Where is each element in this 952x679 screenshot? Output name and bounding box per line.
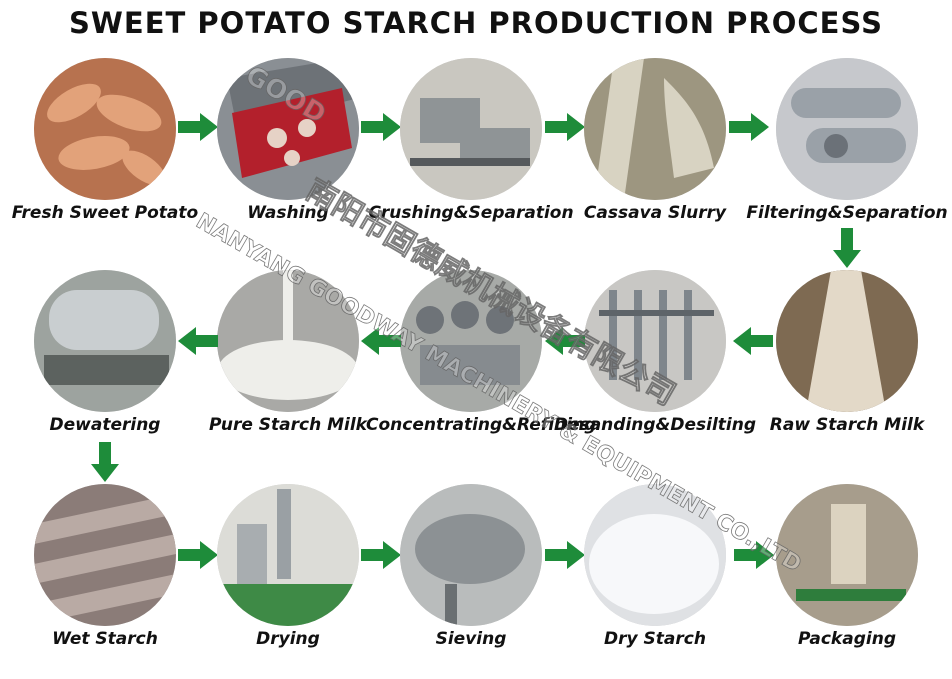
step-sieving: Sieving: [376, 484, 566, 679]
step-filtering-separation: Filtering&Separation: [746, 58, 948, 253]
step-label: Cassava Slurry: [583, 203, 727, 223]
arrow-right-icon: [734, 540, 774, 570]
arrow-left-icon: [178, 326, 218, 356]
step-label: Crushing&Separation: [368, 203, 574, 223]
arrow-left-icon: [361, 326, 401, 356]
arrow-right-icon: [178, 540, 218, 570]
step-photo: [400, 484, 542, 626]
step-photo: [776, 58, 918, 200]
step-wet-starch: Wet Starch: [10, 484, 200, 679]
step-photo: [217, 270, 359, 412]
step-photo: [776, 270, 918, 412]
step-photo: [217, 484, 359, 626]
step-label: Concentrating&Refining: [366, 415, 597, 435]
arrow-right-icon: [545, 540, 585, 570]
step-photo: [584, 58, 726, 200]
step-washing: Washing: [193, 58, 383, 253]
arrow-down-icon: [832, 228, 862, 268]
step-photo: [34, 58, 176, 200]
diagram-title: SWEET POTATO STARCH PRODUCTION PROCESS: [69, 6, 883, 40]
step-photo: [584, 270, 726, 412]
arrow-down-icon: [90, 442, 120, 482]
step-label: Packaging: [798, 629, 896, 649]
step-crushing-separation: Crushing&Separation: [368, 58, 574, 253]
step-label: Wet Starch: [52, 629, 158, 649]
arrow-right-icon: [361, 112, 401, 142]
arrow-right-icon: [361, 540, 401, 570]
arrow-right-icon: [178, 112, 218, 142]
arrow-left-icon: [733, 326, 773, 356]
step-dry-starch: Dry Starch: [560, 484, 750, 679]
arrow-right-icon: [729, 112, 769, 142]
step-fresh-sweet-potato: Fresh Sweet Potato: [10, 58, 200, 253]
step-cassava-slurry: Cassava Slurry: [560, 58, 750, 253]
step-raw-starch-milk: Raw Starch Milk: [752, 270, 942, 465]
step-photo: [34, 484, 176, 626]
step-packaging: Packaging: [752, 484, 942, 679]
step-photo: [584, 484, 726, 626]
step-desanding-desilting: Desanding&Desilting: [554, 270, 756, 465]
step-label: Dry Starch: [604, 629, 706, 649]
step-label: Raw Starch Milk: [769, 415, 925, 435]
step-photo: [217, 58, 359, 200]
step-label: Drying: [256, 629, 320, 649]
step-label: Washing: [247, 203, 329, 223]
step-photo: [400, 58, 542, 200]
step-pure-starch-milk: Pure Starch Milk: [193, 270, 383, 465]
step-label: Filtering&Separation: [746, 203, 948, 223]
arrow-right-icon: [545, 112, 585, 142]
step-photo: [400, 270, 542, 412]
step-concentrating-refining: Concentrating&Refining: [366, 270, 596, 465]
arrow-left-icon: [545, 326, 585, 356]
step-label: Pure Starch Milk: [209, 415, 367, 435]
step-photo: [34, 270, 176, 412]
step-label: Sieving: [435, 629, 507, 649]
step-label: Dewatering: [49, 415, 161, 435]
step-label: Desanding&Desilting: [553, 415, 757, 435]
step-dewatering: Dewatering: [10, 270, 200, 465]
step-photo: [776, 484, 918, 626]
step-drying: Drying: [193, 484, 383, 679]
step-label: Fresh Sweet Potato: [11, 203, 199, 223]
